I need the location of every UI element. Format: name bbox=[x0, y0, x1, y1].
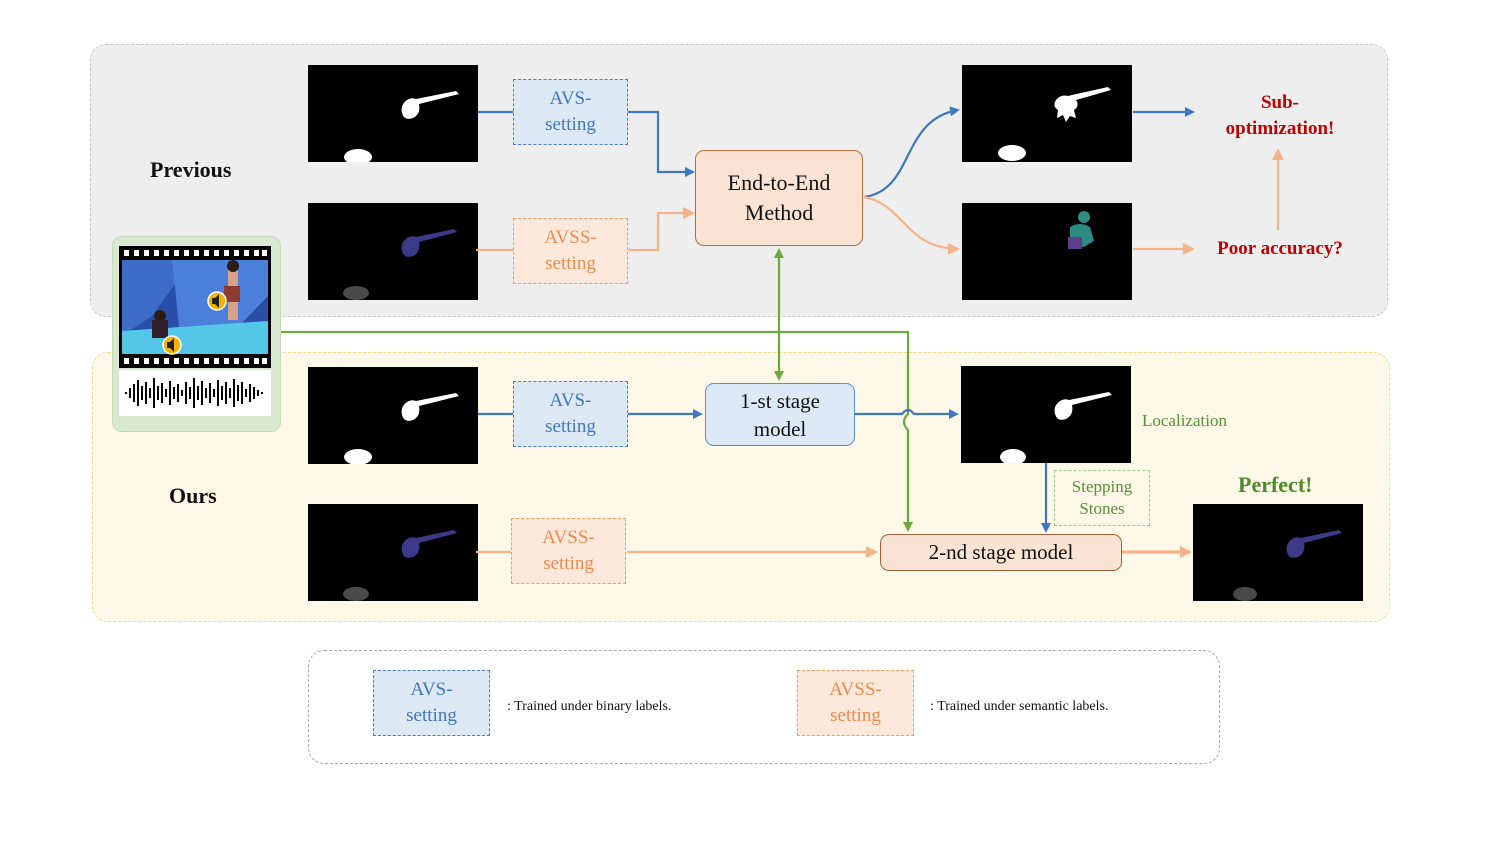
semantic-mask-output-perfect bbox=[1193, 504, 1363, 601]
binary-mask-input bbox=[308, 65, 478, 162]
poor-accuracy-label: Poor accuracy? bbox=[1217, 238, 1343, 259]
arrow-stage1-to-localization bbox=[855, 408, 959, 419]
arrow-e2e-to-binary-output bbox=[863, 106, 960, 199]
film-strip bbox=[118, 245, 271, 368]
avss-setting-box-ours: AVSS- setting bbox=[511, 518, 626, 584]
binary-mask-input-ours bbox=[308, 367, 478, 464]
semantic-mask-output-poor bbox=[962, 203, 1132, 300]
arrow-avs-to-e2e bbox=[478, 110, 695, 177]
audio-visual-input-card bbox=[112, 236, 281, 432]
ours-label: Ours bbox=[169, 483, 217, 508]
legend-avss-swatch: AVSS- setting bbox=[797, 670, 914, 736]
semantic-mask-input bbox=[308, 203, 478, 300]
avs-setting-box-ours: AVS- setting bbox=[513, 381, 628, 447]
arrow-video-to-stage2 bbox=[281, 330, 913, 532]
localization-label: Localization bbox=[1142, 411, 1227, 430]
avss-setting-box: AVSS- setting bbox=[513, 218, 628, 284]
avs-setting-box: AVS- setting bbox=[513, 79, 628, 145]
localization-mask-output bbox=[961, 366, 1131, 463]
binary-mask-output bbox=[962, 65, 1132, 162]
end-to-end-method-box: End-to-End Method bbox=[695, 150, 863, 246]
semantic-mask-input-ours bbox=[308, 504, 478, 601]
sub-optimization-label: Sub- optimization! bbox=[1225, 92, 1335, 139]
stage2-model-box: 2-nd stage model bbox=[880, 534, 1122, 571]
arrow-avss-to-e2e bbox=[476, 207, 695, 252]
legend-avs-swatch: AVS- setting bbox=[373, 670, 490, 736]
legend-avs-description: : Trained under binary labels. bbox=[507, 699, 672, 714]
stage1-model-box: 1-st stage model bbox=[705, 383, 855, 446]
perfect-label: Perfect! bbox=[1238, 472, 1313, 497]
speaker-icon bbox=[161, 334, 182, 355]
audio-waveform bbox=[124, 377, 263, 408]
legend-avss-description: : Trained under semantic labels. bbox=[930, 699, 1109, 714]
arrow-e2e-to-semantic-output bbox=[863, 195, 960, 255]
stepping-stones-label: Stepping Stones bbox=[1054, 470, 1150, 526]
speaker-icon bbox=[206, 290, 227, 311]
previous-label: Previous bbox=[150, 157, 232, 182]
